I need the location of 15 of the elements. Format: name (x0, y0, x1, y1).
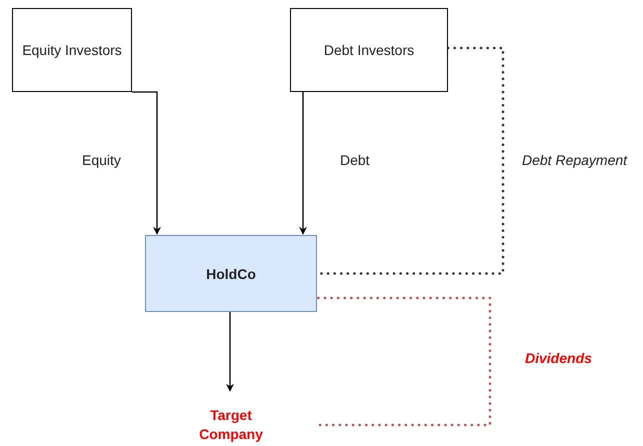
arrow (132, 91, 161, 235)
edge-label: Dividends (525, 350, 592, 366)
dotted-connector (316, 296, 492, 426)
edge-label: Debt (340, 152, 370, 168)
edge-label: Equity (82, 152, 121, 168)
arrow (299, 92, 307, 235)
process-box (145, 235, 317, 312)
company-label: Target Company (195, 406, 267, 444)
edge-label: Debt Repayment (522, 152, 628, 168)
box-label: Equity Investors (22, 42, 122, 58)
box-label: Debt Investors (324, 42, 414, 58)
process-box (12, 8, 132, 92)
box-label: HoldCo (206, 266, 256, 282)
process-box (290, 8, 448, 92)
arrow (226, 312, 234, 392)
